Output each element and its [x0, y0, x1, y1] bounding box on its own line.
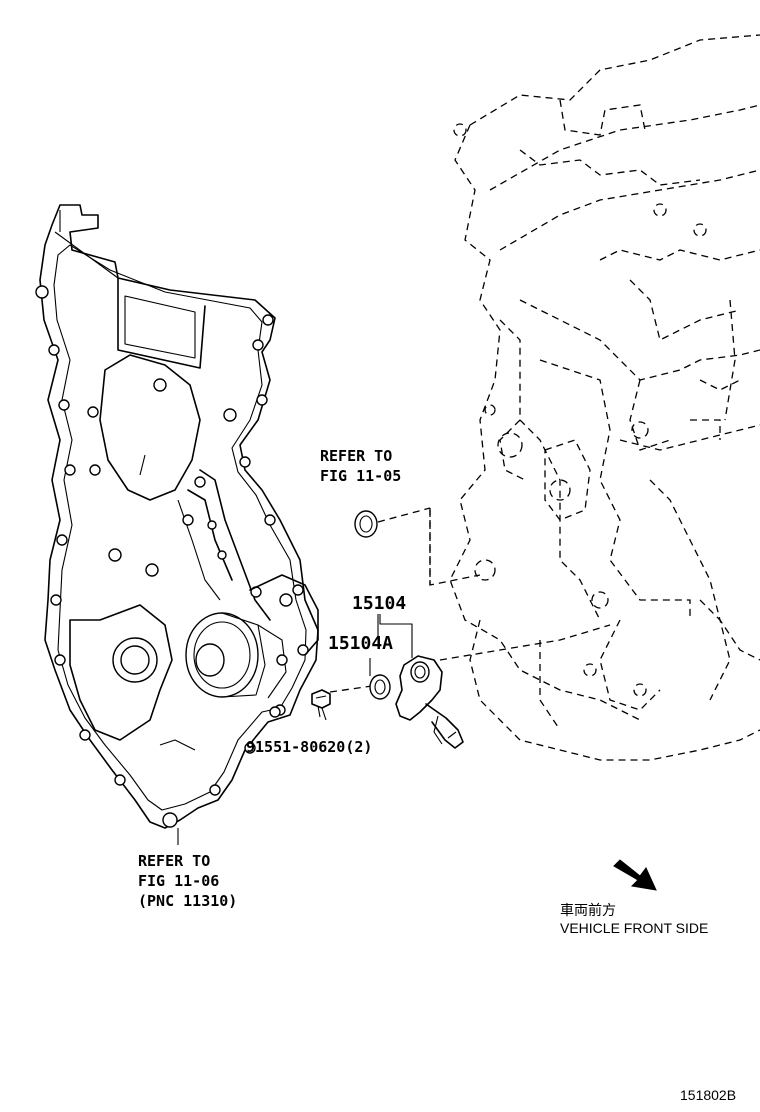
- direction-label-jp: 車両前方: [560, 902, 616, 918]
- refer-top-line1: REFER TO: [320, 447, 392, 465]
- refer-bottom-line3: (PNC 11310): [138, 892, 237, 910]
- refer-top-line2: FIG 11-05: [320, 467, 401, 485]
- direction-label-en: VEHICLE FRONT SIDE: [560, 920, 708, 936]
- callout-lines: [177, 614, 413, 845]
- oil-control-valve-15104: [395, 655, 464, 749]
- part-number-15104: 15104: [352, 593, 406, 614]
- timing-chain-cover: [35, 204, 319, 829]
- leader-lines: [329, 507, 611, 693]
- refer-bottom-line2: FIG 11-06: [138, 872, 219, 890]
- refer-bottom-line1: REFER TO: [138, 852, 210, 870]
- part-number-15104a: 15104A: [328, 633, 393, 654]
- upper-seal-ring: [354, 510, 378, 538]
- arrow-down-right-icon: [613, 859, 657, 891]
- text-labels: REFER TO FIG 11-05 15104 15104A 91551-80…: [138, 447, 736, 1103]
- engine-block-outline: [429, 34, 760, 761]
- part-number-bolt: 91551-80620(2): [246, 738, 372, 756]
- figure-id: 151802B: [680, 1087, 736, 1103]
- bolt-91551: [311, 689, 331, 721]
- o-ring-15104a: [369, 674, 391, 700]
